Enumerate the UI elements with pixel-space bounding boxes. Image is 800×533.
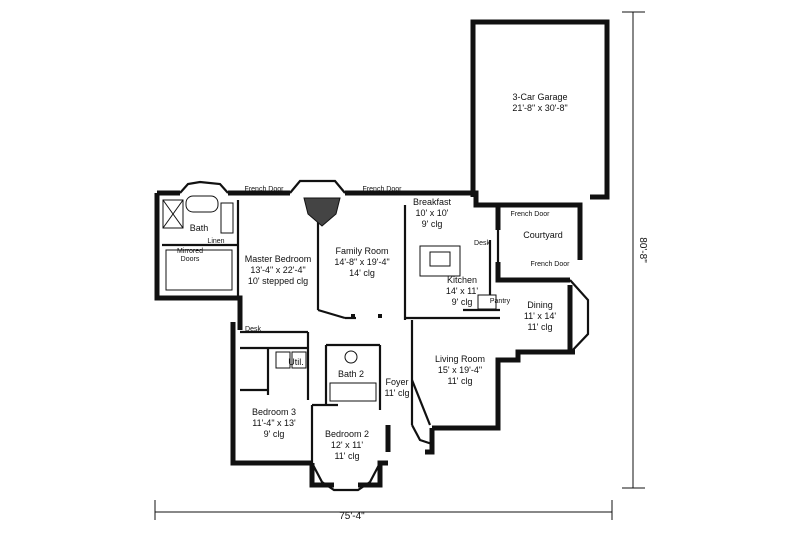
room-master-size: 13'-4" x 22'-4"	[250, 265, 305, 275]
room-breakfast: Breakfast	[413, 197, 452, 207]
room-breakfast-size: 10' x 10'	[416, 208, 449, 218]
room-living-ceiling: 11' clg	[447, 376, 472, 386]
label-desk-2: Desk	[245, 326, 261, 333]
room-util: Util.	[288, 357, 304, 367]
room-kitchen-ceiling: 9' clg	[452, 297, 473, 307]
pantry-shelf	[477, 294, 497, 310]
vanity	[220, 202, 234, 234]
width-dimension: 75'-4"	[339, 511, 365, 522]
room-living: Living Room	[435, 354, 485, 364]
room-dining-size: 11' x 14'	[524, 311, 557, 321]
room-garage: 3-Car Garage	[512, 92, 567, 102]
room-bath2: Bath 2	[338, 369, 364, 379]
label-french-door-4: French Door	[531, 261, 571, 268]
exterior-walls	[154, 19, 610, 488]
label-desk-1: Desk	[474, 240, 490, 247]
room-family-size: 14'-8" x 19'-4"	[334, 257, 389, 267]
room-dining: Dining	[527, 300, 553, 310]
room-master-ceiling: 10' stepped clg	[248, 276, 308, 286]
label-pantry: Pantry	[490, 298, 511, 305]
room-bedroom3: Bedroom 3	[252, 407, 296, 417]
dimension-lines	[154, 11, 645, 520]
label-doors: Doors	[181, 256, 200, 263]
room-kitchen-size: 14' x 11'	[446, 286, 479, 296]
room-bedroom3-size: 11'-4" x 13'	[252, 418, 296, 428]
label-mirrored: Mirrored	[177, 248, 203, 255]
room-foyer-ceiling: 11' clg	[384, 388, 409, 398]
column	[351, 314, 355, 318]
label-french-door-2: French Door	[363, 186, 403, 193]
tub-bath-2	[329, 382, 377, 402]
bay-windows	[179, 179, 590, 492]
washer	[275, 351, 291, 369]
label-french-door-1: French Door	[245, 186, 285, 193]
label-french-door-3: French Door	[511, 211, 551, 218]
column	[378, 314, 382, 318]
cooktop	[429, 251, 451, 267]
room-family-ceiling: 14' clg	[349, 268, 375, 278]
fireplace	[303, 197, 341, 227]
room-bedroom2-ceiling: 11' clg	[334, 451, 359, 461]
dryer	[291, 351, 307, 369]
depth-dimension: 80'-8"	[637, 237, 648, 263]
label-linen: Linen	[207, 238, 224, 245]
room-dining-ceiling: 11' clg	[527, 322, 552, 332]
room-garage-size: 21'-8" x 30'-8"	[512, 103, 567, 113]
room-bedroom2: Bedroom 2	[325, 429, 369, 439]
room-family: Family Room	[335, 246, 388, 256]
room-master: Master Bedroom	[245, 254, 312, 264]
closet	[165, 249, 233, 291]
fixtures	[162, 195, 497, 402]
bathtub	[185, 195, 219, 213]
room-bedroom2-size: 12' x 11'	[331, 440, 364, 450]
room-foyer: Foyer	[385, 377, 408, 387]
room-courtyard: Courtyard	[523, 230, 563, 240]
room-kitchen: Kitchen	[447, 275, 477, 285]
room-bedroom3-ceiling: 9' clg	[264, 429, 285, 439]
room-breakfast-ceiling: 9' clg	[422, 219, 443, 229]
sink-bath-2	[344, 350, 358, 364]
room-bath: Bath	[190, 223, 209, 233]
room-living-size: 15' x 19'-4"	[438, 365, 482, 375]
